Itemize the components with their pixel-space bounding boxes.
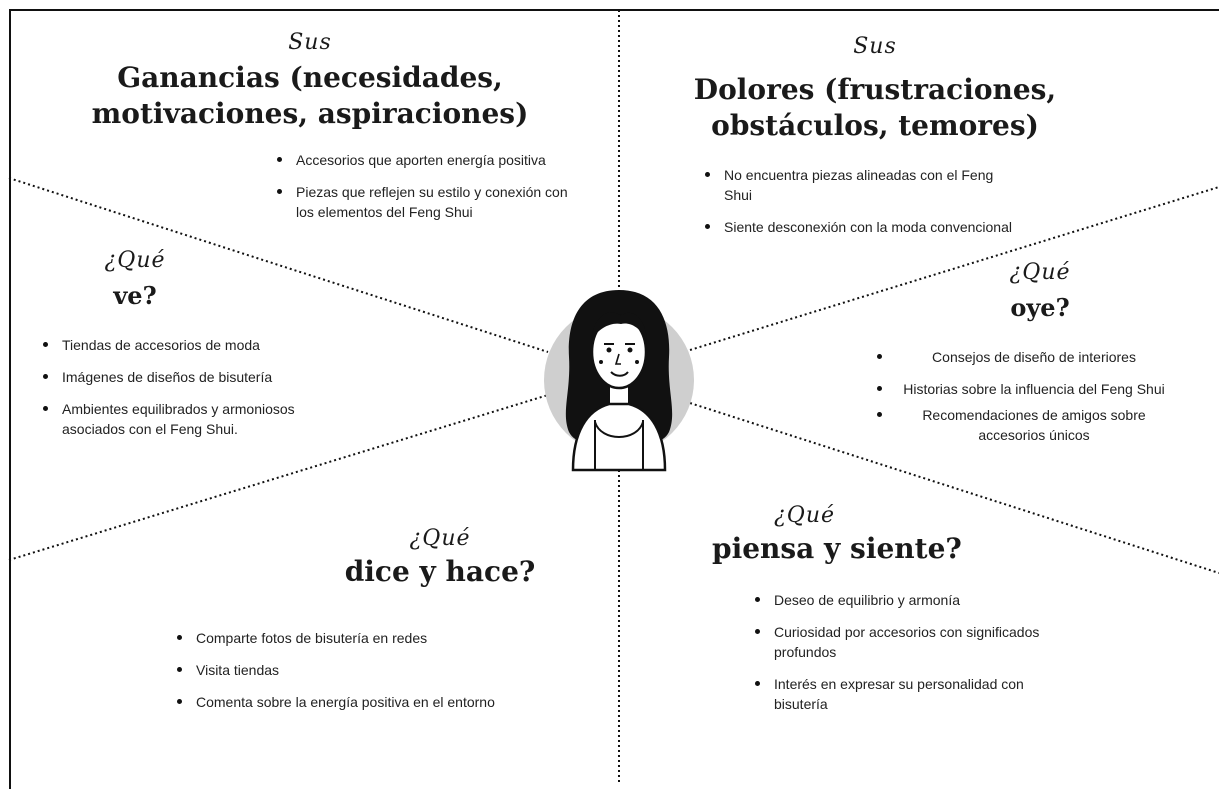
list-item: Curiosidad por accesorios con significad…	[750, 622, 1050, 662]
list-item: Interés en expresar su personalidad con …	[750, 674, 1050, 714]
sees-kicker: ¿Qué	[104, 248, 166, 273]
list-item: Comparte fotos de bisutería en redes	[172, 628, 512, 648]
divider-lower-left	[8, 394, 549, 561]
list-item: Historias sobre la influencia del Feng S…	[872, 379, 1172, 399]
divider-upper-left	[8, 177, 549, 353]
list-item: Consejos de diseño de interiores	[872, 347, 1172, 367]
list-item: Deseo de equilibrio y armonía	[750, 590, 1050, 610]
woman-avatar-icon	[544, 290, 694, 472]
hears-title: oye?	[1010, 293, 1070, 322]
sees-title: ve?	[113, 281, 157, 310]
says-does-title: dice y hace?	[344, 555, 536, 588]
list-item: Visita tiendas	[172, 660, 512, 680]
thinks-feels-header: ¿Qué piensa y siente?	[712, 505, 972, 567]
empathy-map-frame	[9, 9, 1219, 789]
list-item: Ambientes equilibrados y armoniosos asoc…	[38, 399, 322, 439]
list-item: Imágenes de diseños de bisutería	[38, 367, 338, 387]
list-item: Recomendaciones de amigos sobre accesori…	[872, 405, 1172, 445]
hears-header: ¿Qué oye?	[980, 262, 1100, 323]
list-item: Tiendas de accesorios de moda	[38, 335, 338, 355]
pains-list: No encuentra piezas alineadas con el Fen…	[700, 165, 1020, 249]
gains-list: Accesorios que aporten energía positiva …	[272, 150, 572, 234]
pains-title: Dolores (frustraciones, obstáculos, temo…	[693, 73, 1057, 143]
says-does-list: Comparte fotos de bisutería en redes Vis…	[172, 628, 512, 724]
pains-kicker: Sus	[853, 34, 897, 59]
list-item: Piezas que reflejen su estilo y conexión…	[272, 182, 572, 222]
thinks-feels-title: piensa y siente?	[712, 532, 962, 565]
hears-list: Consejos de diseño de interiores Histori…	[872, 347, 1172, 457]
gains-header: Sus Ganancias (necesidades, motivaciones…	[30, 32, 590, 133]
divider-upper-right	[689, 186, 1219, 351]
pains-header: Sus Dolores (frustraciones, obstáculos, …	[660, 36, 1090, 145]
list-item: Siente desconexión con la moda convencio…	[700, 217, 1020, 237]
hears-kicker: ¿Qué	[1009, 260, 1071, 285]
thinks-feels-kicker: ¿Qué	[774, 503, 836, 528]
sees-header: ¿Qué ve?	[80, 250, 190, 311]
gains-title: Ganancias (necesidades, motivaciones, as…	[91, 61, 529, 131]
list-item: Comenta sobre la energía positiva en el …	[172, 692, 512, 712]
sees-list: Tiendas de accesorios de moda Imágenes d…	[38, 335, 338, 451]
list-item: No encuentra piezas alineadas con el Fen…	[700, 165, 1020, 205]
thinks-feels-list: Deseo de equilibrio y armonía Curiosidad…	[750, 590, 1050, 726]
list-item: Accesorios que aporten energía positiva	[272, 150, 572, 170]
says-does-kicker: ¿Qué	[409, 526, 471, 551]
says-does-header: ¿Qué dice y hace?	[340, 528, 540, 590]
gains-kicker: Sus	[288, 30, 332, 55]
